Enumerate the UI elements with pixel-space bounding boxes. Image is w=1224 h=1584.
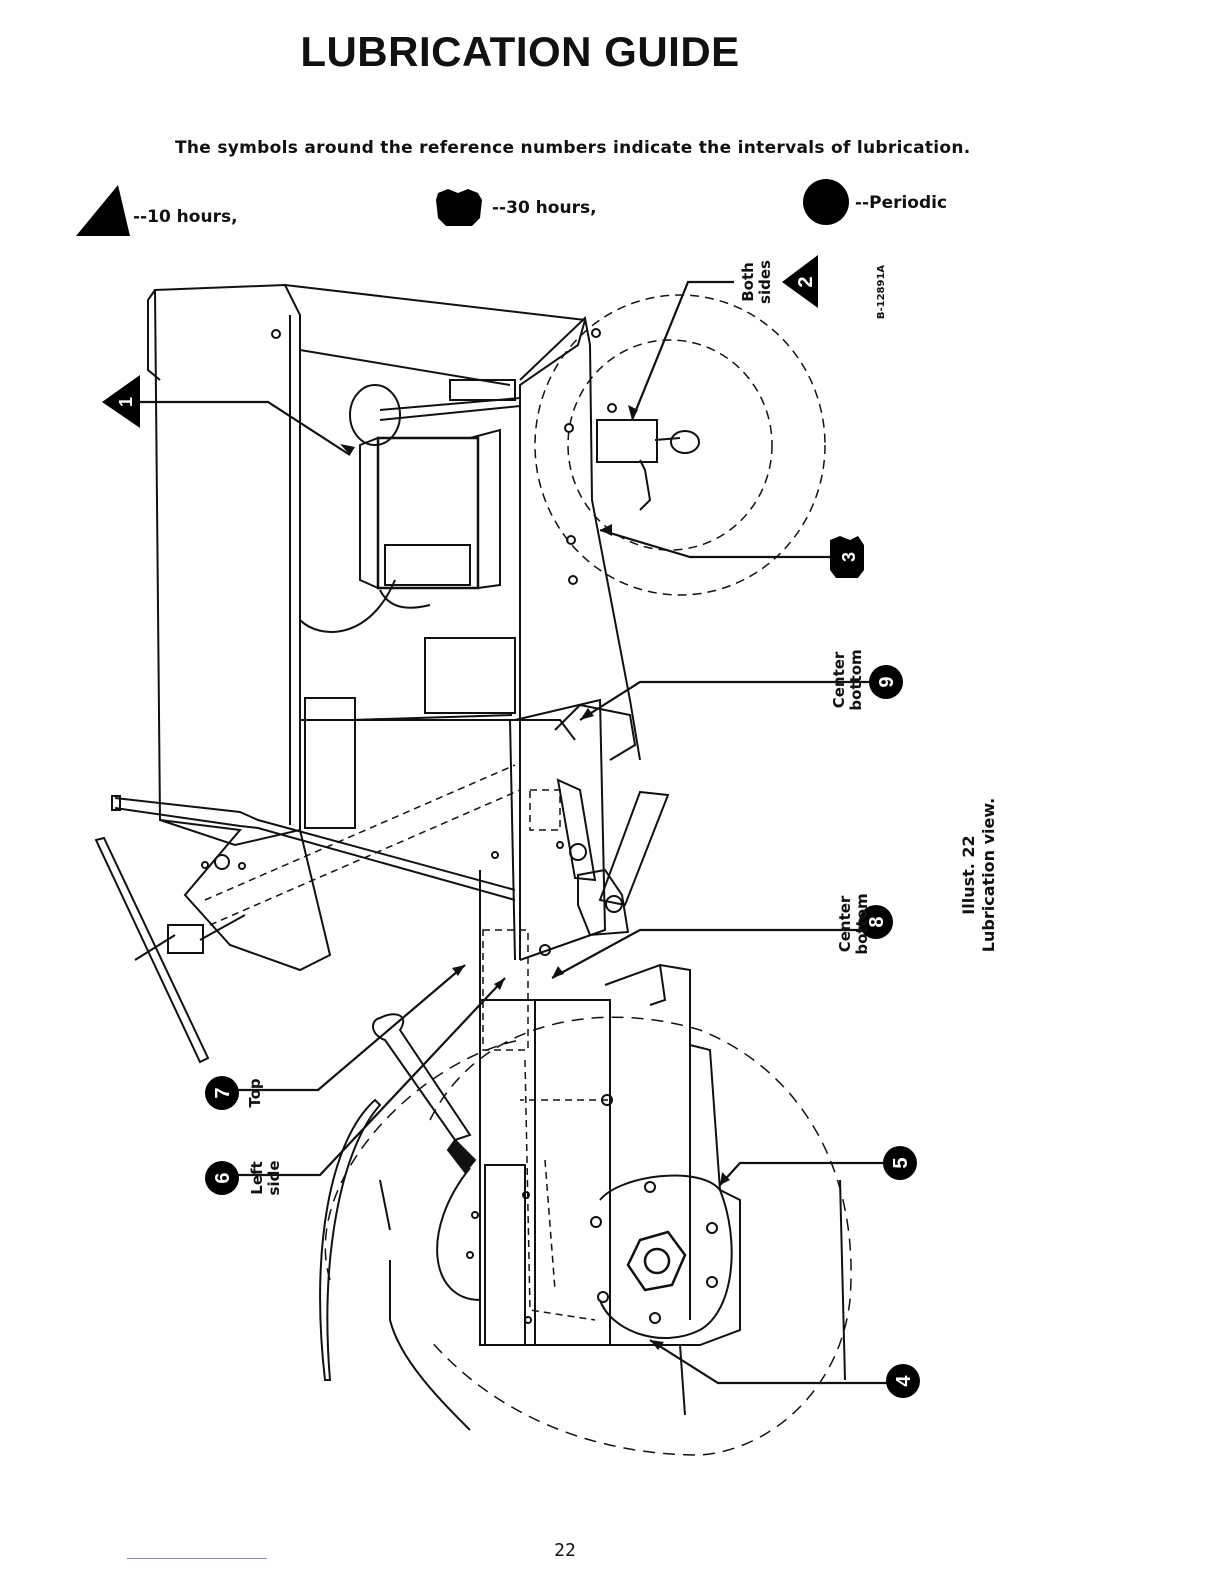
- callout-6-label-line1: Left: [248, 1161, 266, 1194]
- callout-2-number: 2: [795, 276, 817, 287]
- circle-symbol-icon: [803, 179, 849, 225]
- callout-7-number: 7: [212, 1087, 234, 1098]
- leader-4: [650, 1340, 890, 1383]
- callout-2-label-line2: sides: [756, 260, 774, 304]
- callout-7-label: Top: [246, 1078, 264, 1108]
- triangle-symbol-icon: [76, 185, 130, 236]
- leader-8: [552, 930, 860, 978]
- legend-10-hours: --10 hours,: [133, 207, 238, 227]
- leader-6: [238, 978, 505, 1175]
- figure-code: B-12891A: [876, 265, 887, 320]
- callout-9-label-line2: bottom: [847, 649, 865, 710]
- caption-line1: Illust. 22: [959, 835, 978, 914]
- callout-8-label-line2: bottom: [853, 893, 871, 954]
- hub-nut: [628, 1232, 685, 1290]
- leader-7: [238, 965, 465, 1090]
- callout-6-label-line2: side: [265, 1161, 283, 1196]
- legend-30-hours: --30 hours,: [492, 198, 597, 218]
- callout-4-number: 4: [893, 1375, 915, 1387]
- callout-5-number: 5: [890, 1157, 912, 1168]
- legend-periodic: --Periodic: [855, 193, 947, 213]
- callout-2-label-line1: Both: [739, 262, 757, 302]
- shield-symbol-icon: [436, 189, 482, 226]
- leader-5: [720, 1163, 890, 1185]
- rear-wheel: [430, 1017, 851, 1455]
- callout-9-label-line1: Center: [830, 651, 848, 708]
- leader-1: [138, 402, 350, 455]
- callout-1-number: 1: [116, 397, 136, 407]
- callout-8-label-line1: Center: [836, 895, 854, 952]
- caption-line2: Lubrication view.: [979, 798, 998, 952]
- footer-rule: [127, 1558, 267, 1559]
- callout-3-number: 3: [839, 552, 859, 562]
- lift-lever: [373, 1014, 470, 1140]
- callout-6-number: 6: [212, 1172, 234, 1183]
- leader-2: [632, 282, 734, 420]
- callout-9-number: 9: [876, 676, 898, 687]
